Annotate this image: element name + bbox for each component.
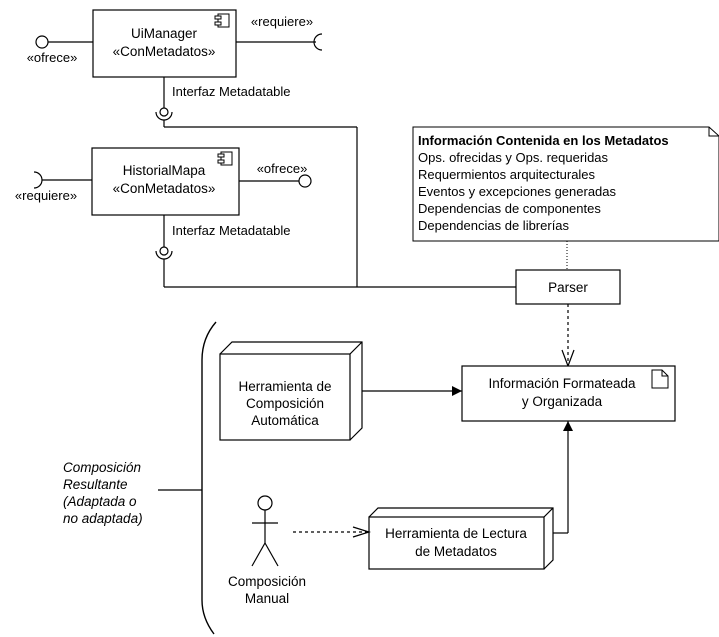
info-formateada-line: Información Formateada [488, 376, 636, 391]
historial-component[interactable]: HistorialMapa «ConMetadatos» [91, 147, 240, 216]
composicion-resultante-line: no adaptada) [63, 511, 143, 526]
note-line: Dependencias de componentes [418, 201, 601, 216]
historial-name: HistorialMapa [123, 163, 206, 178]
document-icon [651, 369, 669, 389]
uimanager-component[interactable]: UiManager «ConMetadatos» [92, 9, 239, 80]
historial-required-interface [33, 171, 92, 189]
parser-to-info-dependency [561, 304, 575, 368]
herramienta-composicion-line: Composición [246, 396, 324, 411]
herramienta-lectura-line: Herramienta de Lectura [385, 526, 527, 541]
uimanager-stereotype: «ConMetadatos» [113, 44, 216, 59]
component-icon [217, 151, 233, 166]
composicion-resultante-line: Composición [63, 460, 141, 475]
actor-label-line: Composición [228, 574, 306, 589]
component-icon [214, 13, 230, 28]
historial-metadatable-interface [155, 215, 516, 288]
uimanager-required-interface [236, 33, 323, 51]
historial-provided-interface [239, 174, 312, 188]
info-formateada-line: y Organizada [522, 394, 603, 409]
uimanager-provides-label: «ofrece» [27, 50, 78, 65]
uimanager-provided-interface [35, 35, 93, 49]
metadata-note: Información Contenida en los Metadatos O… [412, 126, 719, 242]
composicion-resultante-line: (Adaptada o [63, 494, 137, 509]
composicion-resultante-bracket [158, 321, 217, 635]
actor-to-lectura-dependency [293, 526, 372, 538]
note-title: Información Contenida en los Metadatos [418, 133, 669, 148]
herramienta-lectura-line: de Metadatos [415, 544, 497, 559]
note-line: Eventos y excepciones generadas [418, 184, 617, 199]
composicion-resultante-line: Resultante [63, 477, 128, 492]
parser-box[interactable]: Parser [515, 269, 621, 305]
note-line: Requermientos arquitecturales [418, 167, 596, 182]
note-line: Ops. ofrecidas y Ops. requeridas [418, 150, 609, 165]
herramienta-composicion-line: Automática [251, 413, 319, 428]
uimanager-metadatable-interface [155, 77, 358, 287]
historial-provides-label: «ofrece» [257, 161, 308, 176]
uimanager-name: UiManager [131, 26, 198, 41]
historial-interface-label: Interfaz Metadatable [172, 223, 291, 238]
actor-figure[interactable] [251, 495, 279, 567]
herramienta-lectura-node[interactable]: Herramienta de Lectura de Metadatos [368, 507, 554, 570]
lectura-to-info-arrow [553, 421, 573, 534]
parser-label: Parser [548, 280, 588, 295]
uimanager-interface-label: Interfaz Metadatable [172, 84, 291, 99]
herramienta-composicion-node[interactable]: Herramienta de Composición Automática [219, 341, 363, 441]
note-line: Dependencias de librerías [418, 218, 570, 233]
historial-requires-label: «requiere» [15, 188, 77, 203]
actor-label-line: Manual [245, 591, 289, 606]
historial-stereotype: «ConMetadatos» [113, 181, 216, 196]
info-formateada-box[interactable]: Información Formateada y Organizada [461, 365, 676, 422]
uimanager-requires-label: «requiere» [251, 14, 313, 29]
herramienta-composicion-line: Herramienta de [238, 379, 331, 394]
